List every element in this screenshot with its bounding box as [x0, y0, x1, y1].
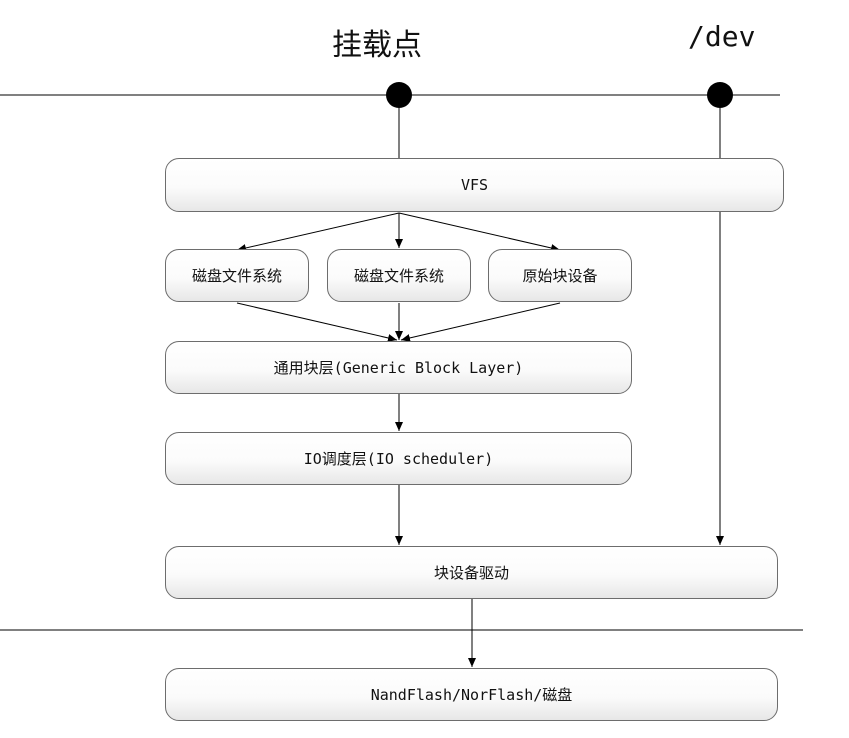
- mount-point-dot: [386, 82, 412, 108]
- vfs-box: VFS: [165, 158, 784, 212]
- arrow-vfs-to-raw: [398, 212, 561, 252]
- block-device-driver-box: 块设备驱动: [165, 546, 778, 599]
- dev-dot: [707, 82, 733, 108]
- storage-box: NandFlash/NorFlash/磁盘: [165, 668, 778, 721]
- io-scheduler-box: IO调度层(IO scheduler): [165, 432, 632, 485]
- arrow-raw-to-gbl: [400, 302, 561, 342]
- generic-block-layer-box: 通用块层(Generic Block Layer): [165, 341, 632, 394]
- disk-filesystem-box-1: 磁盘文件系统: [165, 249, 309, 302]
- arrow-vfs-to-fs1: [236, 212, 400, 252]
- dev-header: /dev: [688, 20, 756, 53]
- arrow-fs1-to-gbl: [236, 302, 398, 342]
- mount-point-header: 挂载点: [332, 28, 422, 63]
- raw-block-device-box: 原始块设备: [488, 249, 632, 302]
- disk-filesystem-box-2: 磁盘文件系统: [327, 249, 471, 302]
